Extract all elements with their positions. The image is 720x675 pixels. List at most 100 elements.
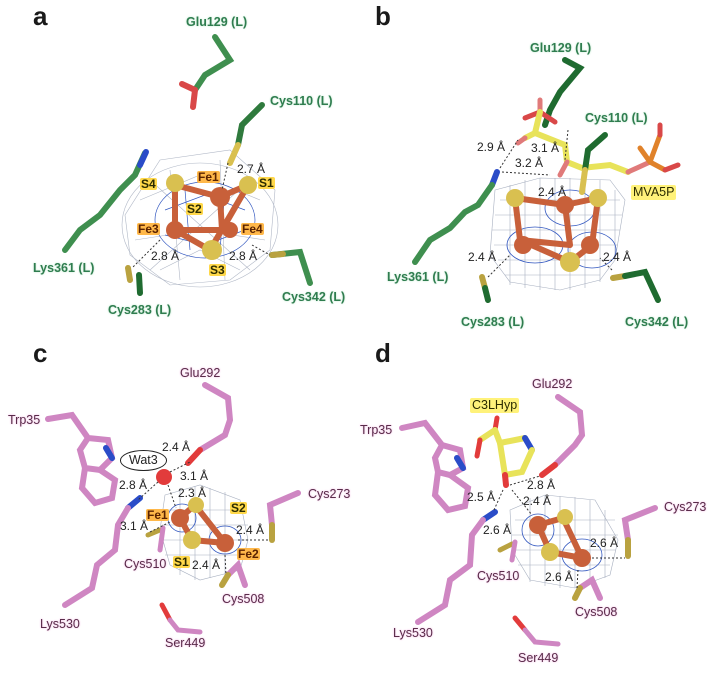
lys530-stick — [415, 509, 498, 625]
distance-label: 3.1 Å — [531, 141, 560, 155]
s1-atom — [239, 176, 257, 194]
distance-dashes — [493, 475, 625, 589]
iron-atom — [529, 516, 547, 534]
cys510-stick — [145, 525, 166, 553]
residue-label-cys110: Cys110 (L) — [270, 94, 333, 108]
residue-label-ser449: Ser449 — [518, 651, 559, 665]
atom-label-s1: S1 — [173, 555, 190, 569]
distance-label: 2.3 Å — [178, 486, 207, 500]
iron-atom — [573, 549, 591, 567]
distance-label: 2.8 Å — [527, 478, 556, 492]
sulfur-atom — [589, 189, 607, 207]
fe2s2-cluster — [171, 497, 234, 552]
cys273-stick — [266, 490, 301, 543]
s4-atom — [166, 174, 184, 192]
atom-label-s2: S2 — [186, 202, 203, 216]
panel-d: d Glu292 Trp35 Cys273 Cys510 Cys508 Lys5… — [360, 340, 720, 675]
trp35-stick — [399, 419, 472, 514]
panel-c: c Glu292 Trp35 Cys273 Cys510 Cys508 Lys5… — [0, 340, 360, 675]
residue-label-lys361: Lys361 (L) — [33, 261, 95, 275]
water-label-wat3: Wat3 — [120, 450, 167, 471]
water-atom — [156, 469, 172, 485]
residue-label-glu129: Glu129 (L) — [186, 15, 248, 29]
distance-label: 3.2 Å — [515, 156, 544, 170]
distance-label: 2.7 Å — [237, 162, 266, 176]
residue-label-trp35: Trp35 — [360, 423, 393, 437]
atom-label-s1: S1 — [258, 176, 275, 190]
distance-label: 2.6 Å — [590, 536, 619, 550]
residue-label-glu292: Glu292 — [532, 377, 573, 391]
distance-label: 2.4 Å — [538, 185, 567, 199]
panel-letter: d — [375, 338, 391, 368]
atom-label-s3: S3 — [209, 263, 226, 277]
distance-label: 2.8 Å — [119, 478, 148, 492]
distance-label: 2.5 Å — [467, 490, 496, 504]
ser449-stick — [159, 602, 203, 635]
s1-atom — [183, 531, 201, 549]
residue-label-ser449: Ser449 — [165, 636, 206, 650]
ligand-label-mva5p: MVA5P — [631, 185, 677, 200]
panel-c-structure — [45, 382, 301, 635]
cys283-stick — [125, 265, 143, 296]
distance-label: 2.4 Å — [236, 523, 265, 537]
glu292-stick — [185, 382, 234, 466]
cys283-stick — [479, 274, 491, 303]
glu129-stick — [542, 57, 585, 128]
s3-atom — [202, 240, 222, 260]
ligand-label-c3lhyp: C3LHyp — [470, 398, 520, 413]
lys361-stick — [412, 169, 500, 265]
iron-atom — [514, 236, 532, 254]
residue-label-trp35: Trp35 — [8, 413, 41, 427]
ser449-stick — [512, 615, 561, 647]
atom-label-fe3: Fe3 — [137, 222, 160, 236]
sulfur-atom — [541, 543, 559, 561]
fe2-atom — [216, 534, 234, 552]
residue-label-lys530: Lys530 — [40, 617, 80, 631]
cys508-stick — [219, 559, 248, 588]
distance-label: 2.4 Å — [523, 494, 552, 508]
atom-label-fe1: Fe1 — [197, 170, 220, 184]
fe4-atom — [222, 222, 238, 238]
cys110-stick — [579, 132, 608, 195]
glu292-stick — [539, 394, 586, 478]
distance-dashes — [137, 461, 270, 576]
distance-label: 2.4 Å — [603, 250, 632, 264]
atom-label-fe4: Fe4 — [241, 222, 264, 236]
distance-label: 2.4 Å — [468, 250, 497, 264]
lys530-stick — [62, 495, 143, 608]
atom-label-fe1: Fe1 — [146, 508, 169, 522]
residue-label-cys510: Cys510 — [124, 557, 167, 571]
atom-label-fe2: Fe2 — [237, 547, 260, 561]
residue-label-cys508: Cys508 — [575, 605, 618, 619]
trp35-stick — [45, 411, 119, 507]
fe4s4-cluster — [506, 189, 607, 272]
fe4s4-cluster — [166, 174, 257, 260]
residue-label-cys110: Cys110 (L) — [585, 111, 648, 125]
distance-label: 3.1 Å — [120, 519, 149, 533]
cys508-stick — [572, 575, 603, 601]
distance-label: 2.6 Å — [545, 570, 574, 584]
residue-label-cys508: Cys508 — [222, 592, 265, 606]
distance-label: 2.4 Å — [192, 558, 221, 572]
sulfur-atom — [560, 252, 580, 272]
panel-d-structure — [399, 394, 658, 647]
distance-dashes — [487, 129, 613, 278]
sulfur-atom — [557, 509, 573, 525]
residue-label-cys342: Cys342 (L) — [625, 315, 689, 329]
fe2s2-cluster — [529, 509, 591, 567]
residue-label-cys283: Cys283 (L) — [108, 303, 172, 317]
panel-b-structure — [412, 57, 681, 303]
cys342-stick — [610, 268, 661, 303]
fe1-atom — [171, 509, 189, 527]
iron-atom — [556, 196, 574, 214]
mva5p-ligand — [515, 97, 681, 178]
cys273-stick — [621, 505, 658, 559]
lys361-stick — [62, 149, 149, 253]
fe1-atom — [210, 187, 230, 207]
distance-label: 2.6 Å — [483, 523, 512, 537]
panel-b: b Glu129 (L) Cys110 (L) Lys361 (L) Cys28… — [360, 0, 720, 335]
s2-atom — [188, 497, 204, 513]
c3lhyp-ligand — [474, 415, 535, 488]
fe3-atom — [166, 221, 184, 239]
distance-label: 2.4 Å — [162, 440, 191, 454]
